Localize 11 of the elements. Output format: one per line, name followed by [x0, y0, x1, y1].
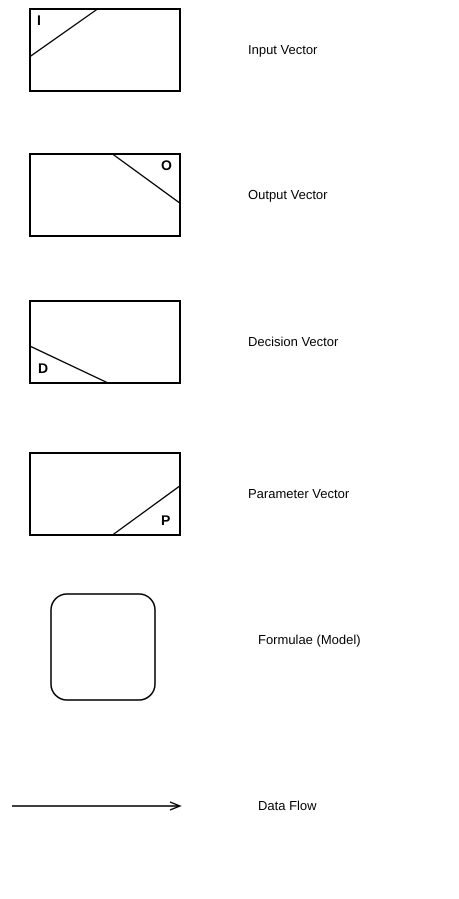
legend-text: Formulae (Model)	[258, 632, 361, 647]
symbol-letter: I	[37, 12, 41, 28]
legend-text: Output Vector	[248, 187, 328, 202]
rounded-box	[50, 593, 156, 701]
symbol-letter: O	[161, 157, 172, 173]
symbol-letter: P	[161, 512, 170, 528]
legend-text: Parameter Vector	[248, 486, 350, 501]
legend-text: Decision Vector	[248, 334, 338, 349]
symbol-letter: D	[38, 360, 48, 376]
legend-text: Input Vector	[248, 42, 318, 57]
legend-text: Data Flow	[258, 798, 317, 813]
